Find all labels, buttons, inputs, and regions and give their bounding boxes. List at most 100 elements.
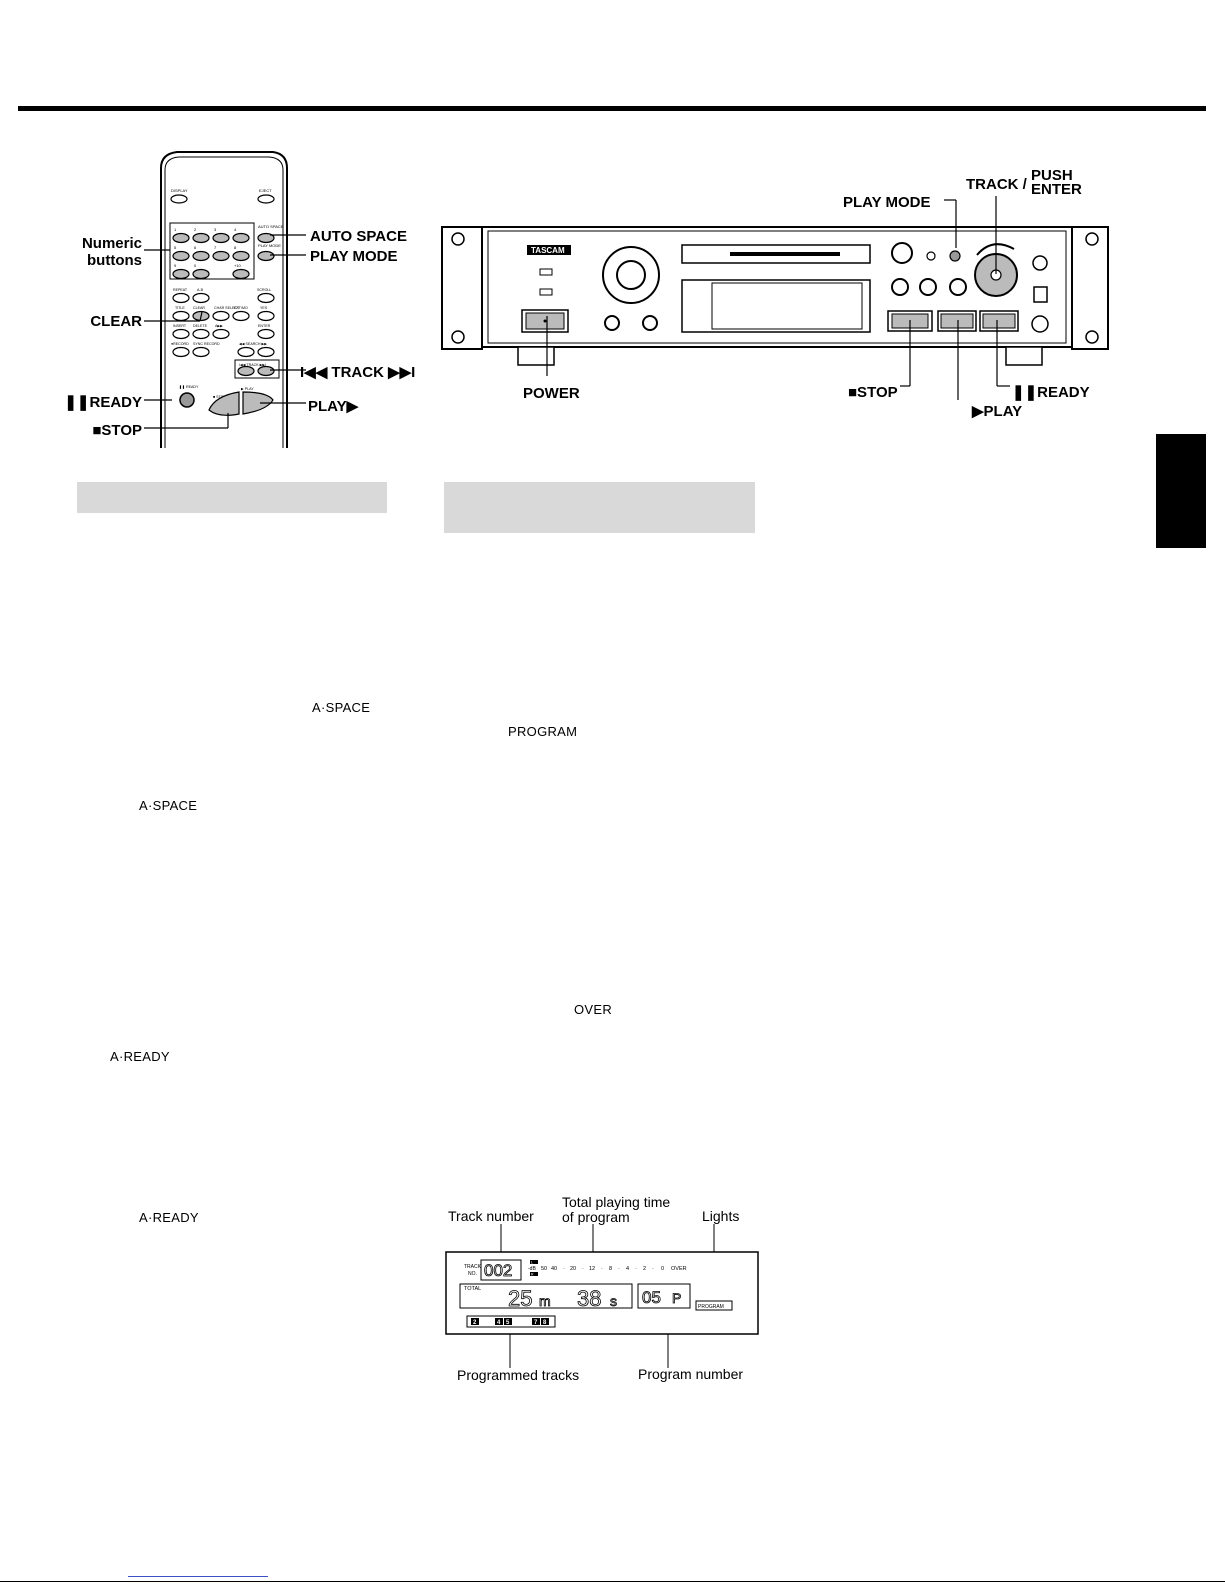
remote-key-eject: EJECT <box>259 188 272 193</box>
num-8-button[interactable] <box>232 250 250 262</box>
num-plus10-button[interactable] <box>232 268 250 280</box>
label-play-mode-remote: PLAY MODE <box>310 248 398 265</box>
label-ready-remote: ❚❚READY <box>64 394 142 411</box>
ext-button[interactable] <box>232 310 250 322</box>
indicator-1 <box>539 268 553 276</box>
num-6-button[interactable] <box>192 250 210 262</box>
num-3-button[interactable] <box>212 232 230 244</box>
ready-deck-button[interactable] <box>982 313 1016 329</box>
num-1-button[interactable] <box>172 232 190 244</box>
programmed-track: 5 <box>506 1320 510 1326</box>
led-indicator <box>926 251 936 261</box>
deck-round-button-3[interactable] <box>949 278 967 296</box>
deck-small-knob[interactable] <box>1032 255 1048 271</box>
label-play-deck: ▶PLAY <box>972 403 1023 420</box>
lcd-minutes: 25 <box>508 1286 532 1311</box>
num-0-button[interactable] <box>192 268 210 280</box>
display-button[interactable] <box>170 194 188 204</box>
play-deck-button[interactable] <box>940 313 974 329</box>
lcd-track-value: 002 <box>484 1261 512 1280</box>
a-button[interactable] <box>212 328 230 340</box>
char-select-button[interactable] <box>212 310 230 322</box>
yes-button[interactable] <box>257 310 275 322</box>
programmed-track: 8 <box>543 1320 547 1326</box>
section-tab <box>1156 434 1206 548</box>
key-label-0: 0 <box>194 263 197 268</box>
key-label-auto-space: AUTO SPACE <box>258 224 284 229</box>
section-header-left <box>77 482 387 513</box>
svg-text:50: 50 <box>541 1266 547 1272</box>
meter-r-box <box>530 1272 538 1276</box>
lcd-total-box <box>459 1283 633 1309</box>
eject-button[interactable] <box>257 194 275 204</box>
search-back-button[interactable] <box>237 346 255 358</box>
phones-level-knob[interactable] <box>642 315 658 331</box>
key-label-2: 2 <box>194 227 197 232</box>
enter-button[interactable] <box>257 328 275 340</box>
delete-button[interactable] <box>192 328 210 340</box>
programmed-track: 7 <box>534 1320 538 1326</box>
play-mode-button[interactable] <box>257 250 275 262</box>
deck-input-jack <box>1031 315 1049 333</box>
key-label-sync: SYNC RECORD <box>193 342 220 346</box>
auto-space-button[interactable] <box>257 232 275 244</box>
caption-programmed-tracks: Programmed tracks <box>457 1367 580 1383</box>
key-label-stop: ■ STOP <box>213 395 226 399</box>
insert-button[interactable] <box>172 328 190 340</box>
programmed-track: 4 <box>497 1320 501 1326</box>
key-label-scroll: SCROLL <box>257 288 271 292</box>
num-9-button[interactable] <box>172 268 190 280</box>
key-label-search: ◀◀ SEARCH ▶▶ <box>239 342 268 346</box>
deck-front-panel-illustration: TASCAM <box>441 226 1109 366</box>
record-button[interactable] <box>172 346 190 358</box>
phones-jack[interactable] <box>604 315 620 331</box>
lcd-program-box <box>637 1283 691 1309</box>
stop-button[interactable] <box>208 391 240 416</box>
svg-text:·: · <box>563 1266 565 1272</box>
key-label-track: I◀◀ TRACK ▶▶I <box>239 363 266 367</box>
lcd-m-unit: m <box>539 1293 551 1309</box>
programmed-track: 2 <box>473 1320 477 1326</box>
meter-r: R <box>531 1273 534 1277</box>
repeat-button[interactable] <box>172 292 190 304</box>
key-label-plus10: +10 <box>234 263 242 268</box>
eject-deck-button[interactable] <box>891 242 913 264</box>
remote-leader-lines <box>144 234 306 429</box>
num-2-button[interactable] <box>192 232 210 244</box>
key-label-play-mode: PLAY MODE <box>258 243 281 248</box>
deck-leader-lines <box>546 196 1010 400</box>
play-button[interactable] <box>242 391 274 415</box>
remote-sensor <box>1033 286 1048 303</box>
num-5-button[interactable] <box>172 250 190 262</box>
label-push-enter: PUSH ENTER <box>1031 167 1082 198</box>
caption-total-time: Total playing time of program <box>562 1194 671 1225</box>
deck-round-button-2[interactable] <box>919 278 937 296</box>
ready-button[interactable] <box>179 392 195 408</box>
label-stop-deck: ■STOP <box>848 384 898 401</box>
programmed-track-box <box>495 1318 503 1325</box>
label-play-mode-deck: PLAY MODE <box>843 194 931 211</box>
sync-record-button[interactable] <box>192 346 210 358</box>
meter-l-box <box>530 1260 538 1264</box>
label-ready-deck: ❚❚READY <box>1012 384 1090 401</box>
play-mode-deck-button[interactable] <box>949 250 961 262</box>
remote-key-display: DISPLAY <box>171 188 188 193</box>
svg-text:·: · <box>618 1266 620 1272</box>
track-back-button[interactable] <box>237 365 255 377</box>
search-forward-button[interactable] <box>257 346 275 358</box>
key-label-3: 3 <box>214 227 217 232</box>
key-label-5: 5 <box>174 245 177 250</box>
deck-round-button-1[interactable] <box>891 278 909 296</box>
lcd-program-light-box <box>695 1300 733 1311</box>
key-label-ready: ❚❚ READY <box>179 384 199 389</box>
num-7-button[interactable] <box>212 250 230 262</box>
num-4-button[interactable] <box>232 232 250 244</box>
ab-button[interactable] <box>192 292 210 304</box>
caption-lights: Lights <box>702 1208 740 1224</box>
key-label-4: 4 <box>234 227 237 232</box>
scroll-button[interactable] <box>257 292 275 304</box>
key-label-6: 6 <box>194 245 197 250</box>
svg-text:·: · <box>635 1266 637 1272</box>
programmed-track-box <box>541 1318 549 1325</box>
track-forward-button[interactable] <box>257 365 275 377</box>
